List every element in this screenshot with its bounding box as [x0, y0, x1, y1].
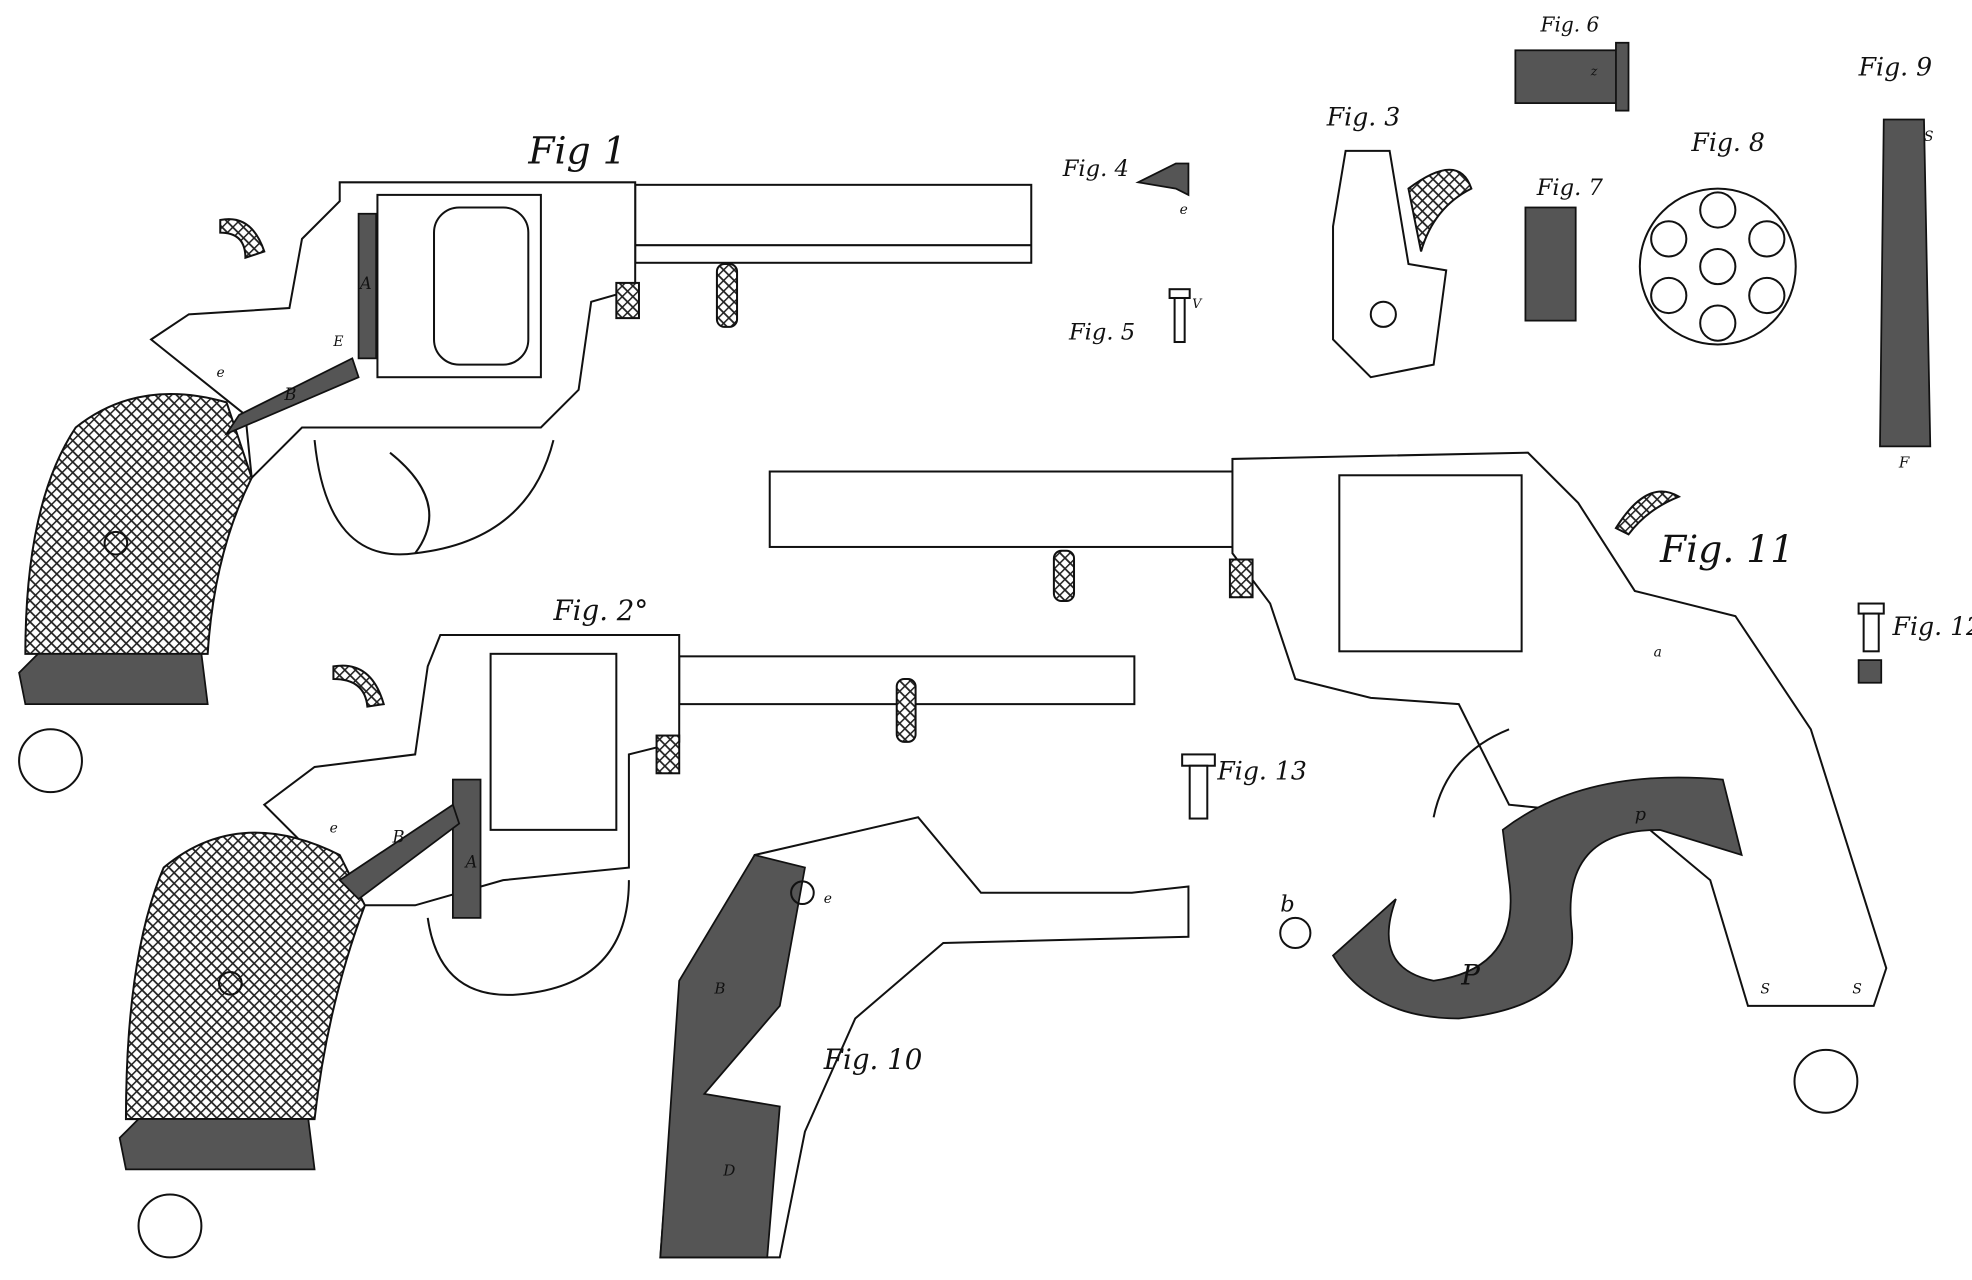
part-label: e — [330, 820, 338, 836]
part-label: B — [392, 827, 405, 846]
figure-7-pin: Fig. 7 — [1524, 175, 1604, 322]
figure-5-screw: Fig. 5 V — [1068, 288, 1203, 345]
part-label: p — [1635, 805, 1646, 825]
part-label: a — [1654, 644, 1662, 660]
fig3-label: Fig. 3 — [1326, 103, 1401, 132]
part-label: z — [1590, 63, 1598, 78]
fig11-label: Fig. 11 — [1659, 527, 1794, 571]
figure-3-hammer: Fig. 3 — [1326, 103, 1473, 379]
figure-4-pin: Fig. 4 e — [1062, 156, 1190, 218]
part-label: P — [1460, 959, 1480, 992]
part-label: S — [1852, 981, 1861, 997]
part-label: D — [722, 1162, 735, 1180]
part-label: S — [1924, 129, 1933, 145]
part-label: S — [1761, 981, 1770, 997]
fig4-label: Fig. 4 — [1062, 156, 1129, 182]
figure-8-cylinder: Fig. 8 — [1638, 128, 1797, 346]
fig7-label: Fig. 7 — [1536, 175, 1604, 201]
part-label: A — [463, 853, 477, 872]
fig10-label: Fig. 10 — [823, 1043, 923, 1076]
figure-10-frame-plate: Fig. 10 B e D — [659, 816, 1190, 1259]
part-label: e — [1180, 202, 1188, 218]
part-label: E — [332, 334, 343, 350]
figure-2-revolver: Fig. 2° A B e — [118, 594, 1136, 1259]
figure-9-spring: Fig. 9 S F — [1858, 52, 1934, 471]
part-label: b — [1280, 892, 1294, 918]
part-label: e — [824, 891, 832, 907]
fig2-label: Fig. 2° — [552, 594, 648, 627]
part-label: B — [283, 385, 296, 404]
figure-12-screw: Fig. 12 — [1857, 602, 1972, 684]
fig8-label: Fig. 8 — [1690, 128, 1765, 157]
part-label: e — [216, 365, 224, 381]
figure-1-revolver: Fig 1 A B e E — [18, 128, 1033, 794]
fig1-label: Fig 1 — [527, 128, 626, 172]
part-label: F — [1898, 454, 1910, 472]
figure-11-revolver-mechanism: Fig. 11 P p b a S S — [768, 451, 1888, 1114]
part-label: A — [358, 274, 372, 293]
figure-6-bushing: Fig. 6 z — [1514, 12, 1630, 112]
fig13-label: Fig. 13 — [1216, 757, 1307, 786]
part-label: B — [713, 979, 725, 997]
fig5-label: Fig. 5 — [1068, 319, 1135, 345]
fig12-label: Fig. 12 — [1892, 612, 1972, 641]
figure-13-screw: Fig. 13 — [1181, 753, 1307, 820]
fig9-label: Fig. 9 — [1858, 52, 1933, 81]
part-label: V — [1192, 296, 1203, 311]
fig6-label: Fig. 6 — [1539, 12, 1599, 36]
